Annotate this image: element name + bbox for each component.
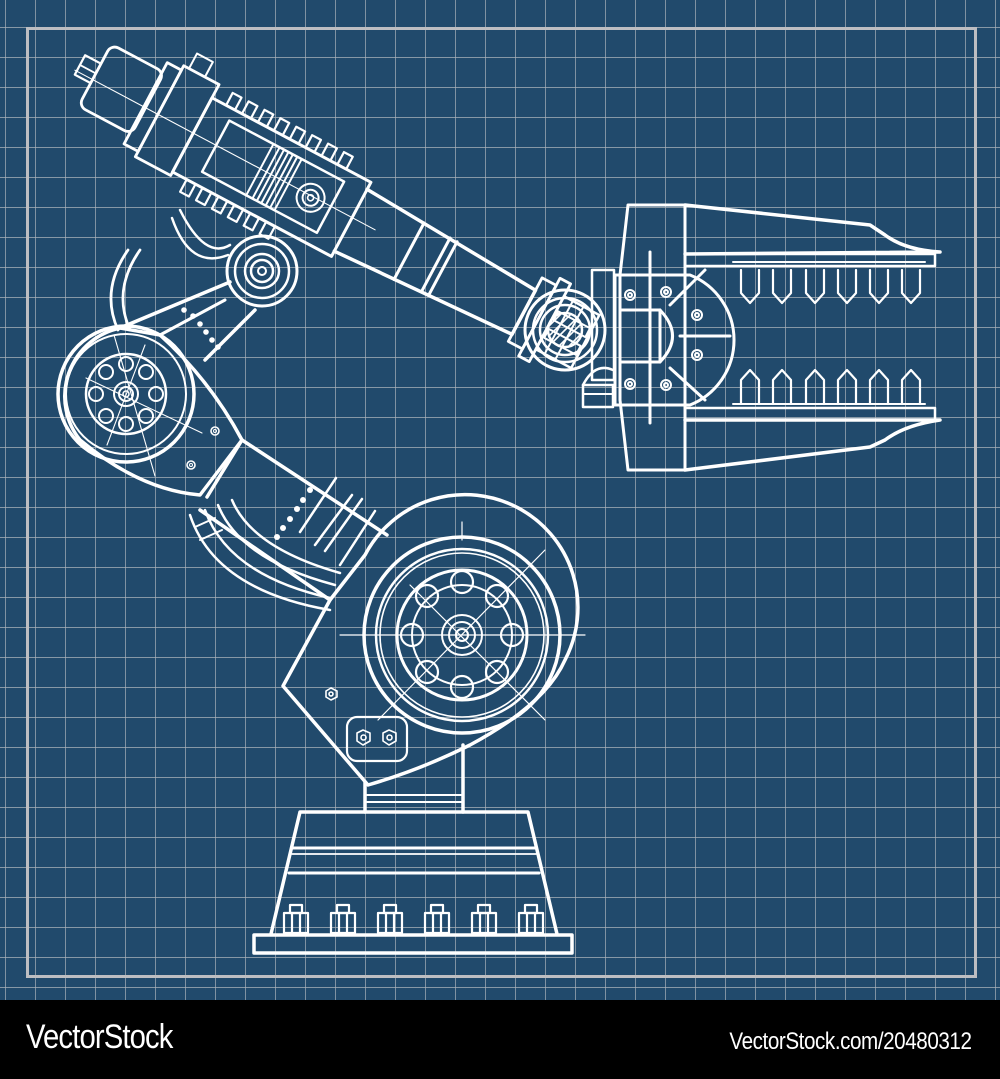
robot-arm-drawing: [56, 45, 942, 955]
robot-base: [252, 743, 574, 955]
lower-arm: [188, 438, 389, 612]
gripper: [590, 203, 942, 472]
base-bolts: [282, 903, 545, 935]
shoulder-joint: [281, 492, 586, 787]
brand-logo-text: VectorStock: [26, 1018, 173, 1056]
image-reference-link[interactable]: VectorStock.com/20480312: [729, 1028, 973, 1055]
upper-link: [109, 208, 299, 362]
drawing-frame-border: [26, 27, 977, 978]
blueprint-canvas: [0, 0, 1000, 1000]
watermark-footer: VectorStock VectorStock.com/20480312: [0, 1000, 1000, 1079]
